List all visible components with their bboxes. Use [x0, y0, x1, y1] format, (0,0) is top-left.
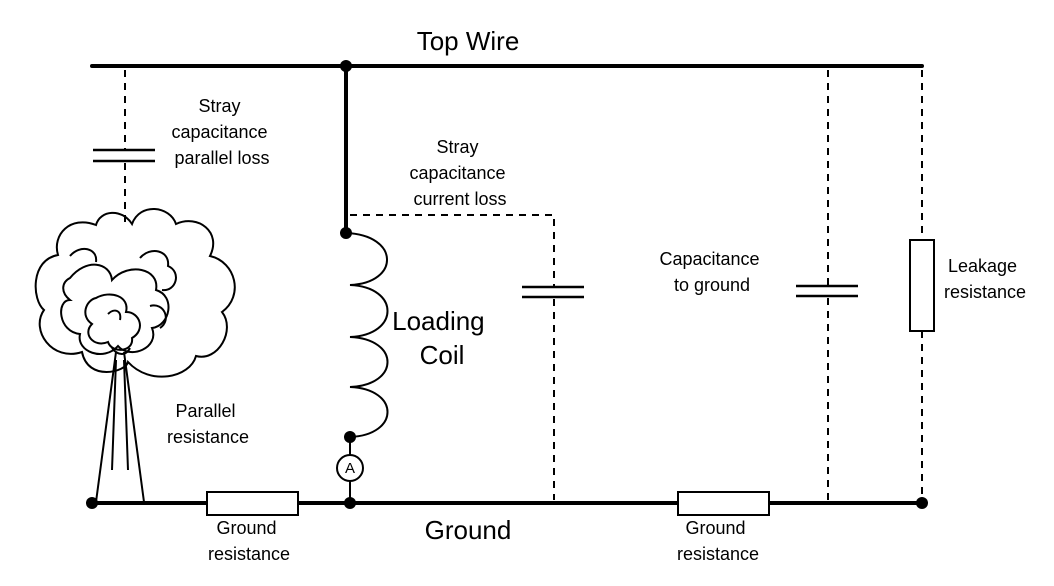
stray-current-loss-label: Stray capacitance current loss	[409, 137, 510, 209]
tree-icon	[34, 208, 236, 503]
stray-capacitance-current-loss	[350, 214, 584, 500]
junction-dot	[916, 497, 928, 509]
capacitance-to-ground-label: Capacitance to ground	[659, 249, 764, 295]
junction-dot	[340, 227, 352, 239]
svg-text:A: A	[345, 460, 355, 477]
top-wire-label: Top Wire	[417, 26, 520, 56]
leakage-resistance	[909, 70, 935, 500]
ground-resistance-right-label: Ground resistance	[677, 518, 759, 564]
ground-resistor-right	[677, 491, 770, 516]
loading-coil	[345, 232, 389, 438]
ground-resistance-left-label: Ground resistance	[208, 518, 290, 564]
ground-resistor-left	[206, 491, 299, 516]
ammeter-icon: A	[336, 454, 364, 482]
ground-label: Ground	[425, 515, 512, 545]
stray-capacitance-parallel-loss	[93, 70, 155, 225]
parallel-resistance-label: Parallel resistance	[167, 401, 249, 447]
junction-dot	[344, 497, 356, 509]
junction-dot	[86, 497, 98, 509]
junction-dot	[340, 60, 352, 72]
leakage-resistance-label: Leakage resistance	[944, 256, 1026, 302]
capacitance-to-ground	[796, 70, 858, 500]
loading-coil-label: Loading Coil	[392, 306, 492, 370]
stray-parallel-loss-label: Stray capacitance parallel loss	[171, 96, 272, 168]
junction-dot	[344, 431, 356, 443]
